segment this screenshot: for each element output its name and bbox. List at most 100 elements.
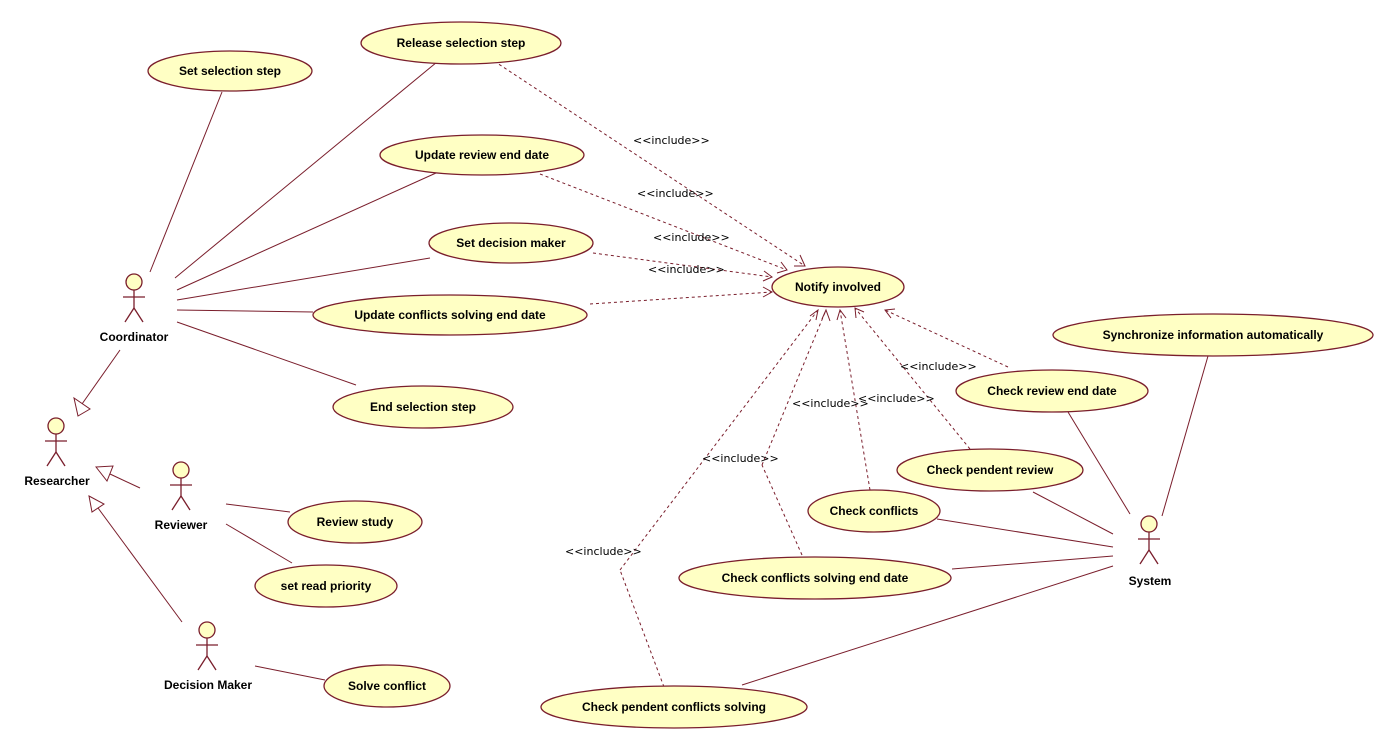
use-case-update-conflicts-solving-end-date[interactable]: Update conflicts solving end date bbox=[312, 294, 588, 336]
assoc-system-check-pendent-conflicts-solving bbox=[741, 565, 1114, 686]
assoc-system-synchronize bbox=[1161, 355, 1209, 517]
use-case-label: Synchronize information automatically bbox=[1103, 328, 1324, 342]
include-line-set-decision bbox=[592, 252, 773, 278]
actor-coordinator[interactable]: Coordinator bbox=[100, 273, 169, 344]
include-line-update-conflicts bbox=[589, 291, 773, 305]
assoc-coordinator-update-review-end-date bbox=[176, 172, 437, 291]
include-line-check-review-end bbox=[884, 309, 1009, 368]
use-case-label: Check conflicts bbox=[830, 504, 919, 518]
include-label-check-review-end: <<include>> bbox=[900, 360, 977, 373]
use-case-notify-involved[interactable]: Notify involved bbox=[771, 266, 905, 308]
use-case-release-selection-step[interactable]: Release selection step bbox=[360, 21, 562, 65]
include-label-check-conflicts-end: <<include>> bbox=[702, 452, 779, 465]
actor-head bbox=[47, 417, 65, 435]
assoc-coordinator-release-selection-step bbox=[174, 61, 438, 279]
actor-label: Decision Maker bbox=[164, 678, 252, 692]
include-label-release: <<include>> bbox=[633, 134, 710, 147]
include-line-check-pendent-conflicts-a bbox=[619, 569, 665, 688]
assoc-system-check-conflicts-solving-end-date bbox=[951, 555, 1114, 570]
use-case-check-pendent-review[interactable]: Check pendent review bbox=[896, 448, 1084, 492]
actor-label: Reviewer bbox=[155, 518, 208, 532]
actors: Coordinator Researcher Reviewer Decision… bbox=[24, 273, 1172, 692]
actor-head bbox=[1140, 515, 1158, 533]
use-case-check-conflicts[interactable]: Check conflicts bbox=[807, 489, 941, 533]
use-case-update-review-end-date[interactable]: Update review end date bbox=[379, 134, 585, 176]
use-case-set-selection-step[interactable]: Set selection step bbox=[147, 50, 313, 92]
assoc-coordinator-set-decision-maker bbox=[176, 257, 431, 301]
use-case-label: Review study bbox=[317, 515, 394, 529]
include-arrow-update-conflicts bbox=[762, 286, 774, 298]
assoc-reviewer-review-study bbox=[225, 503, 291, 513]
use-case-label: Set decision maker bbox=[456, 236, 566, 250]
assoc-decision-maker-solve-conflict bbox=[254, 665, 326, 681]
use-case-end-selection-step[interactable]: End selection step bbox=[332, 385, 514, 429]
gen-coordinator-researcher bbox=[81, 349, 121, 405]
assoc-system-check-pendent-review bbox=[1032, 491, 1114, 535]
use-case-label: Set selection step bbox=[179, 64, 281, 78]
include-line-release bbox=[493, 60, 806, 267]
include-label-update-review: <<include>> bbox=[637, 187, 714, 200]
gen-decision-maker-researcher bbox=[97, 507, 183, 623]
include-arrow-check-review-end bbox=[884, 308, 896, 319]
assoc-coordinator-end-selection-step bbox=[176, 321, 357, 386]
include-label-update-conflicts: <<include>> bbox=[648, 263, 725, 276]
include-label-check-pendent-conflicts: <<include>> bbox=[565, 545, 642, 558]
use-case-label: Release selection step bbox=[397, 36, 526, 50]
include-line-check-pendent-review bbox=[854, 307, 971, 450]
use-case-set-read-priority[interactable]: set read priority bbox=[254, 564, 398, 608]
use-case-label: Check conflicts solving end date bbox=[722, 571, 909, 585]
actor-researcher[interactable]: Researcher bbox=[24, 417, 90, 488]
include-label-check-conflicts: <<include>> bbox=[792, 397, 869, 410]
actor-reviewer[interactable]: Reviewer bbox=[155, 461, 208, 532]
actor-label: System bbox=[1129, 574, 1172, 588]
include-line-check-conflicts-end-b bbox=[761, 309, 827, 466]
use-case-label: End selection step bbox=[370, 400, 476, 414]
actor-decision-maker[interactable]: Decision Maker bbox=[164, 621, 252, 692]
gen-triangle-decision-maker bbox=[88, 495, 105, 513]
use-case-review-study[interactable]: Review study bbox=[287, 500, 423, 544]
gen-triangle-coordinator bbox=[73, 396, 91, 417]
include-arrow-check-pendent-review bbox=[854, 307, 865, 319]
assoc-coordinator-update-conflicts-solving bbox=[176, 309, 314, 313]
actor-system[interactable]: System bbox=[1129, 515, 1172, 588]
include-arrow-check-conflicts-end bbox=[821, 308, 831, 322]
generalization-lines bbox=[73, 349, 183, 623]
use-case-check-review-end-date[interactable]: Check review end date bbox=[955, 369, 1149, 413]
include-arrow-check-conflicts bbox=[836, 308, 847, 321]
use-case-label: set read priority bbox=[281, 579, 372, 593]
use-case-synchronize-information[interactable]: Synchronize information automatically bbox=[1052, 313, 1374, 357]
gen-triangle-reviewer bbox=[95, 465, 114, 482]
include-line-check-conflicts-end-a bbox=[761, 464, 803, 556]
assoc-coordinator-set-selection-step bbox=[149, 91, 223, 273]
use-case-set-decision-maker[interactable]: Set decision maker bbox=[428, 222, 594, 264]
actor-head bbox=[198, 621, 216, 639]
include-label-set-decision: <<include>> bbox=[653, 231, 730, 244]
assoc-system-check-review-end-date bbox=[1067, 411, 1131, 515]
use-case-label: Notify involved bbox=[795, 280, 881, 294]
include-arrow-check-pendent-conflicts bbox=[809, 308, 819, 321]
include-relationships bbox=[493, 60, 1009, 688]
use-case-label: Solve conflict bbox=[348, 679, 426, 693]
use-case-label: Update conflicts solving end date bbox=[354, 308, 546, 322]
use-case-check-pendent-conflicts-solving[interactable]: Check pendent conflicts solving bbox=[540, 685, 808, 729]
include-line-update-review bbox=[539, 173, 788, 271]
include-arrow-set-decision bbox=[762, 270, 773, 282]
use-case-label: Update review end date bbox=[415, 148, 549, 162]
assoc-system-check-conflicts bbox=[936, 518, 1114, 548]
include-line-check-pendent-conflicts-b bbox=[619, 309, 819, 571]
assoc-reviewer-set-read-priority bbox=[225, 523, 293, 564]
association-lines bbox=[149, 61, 1209, 686]
use-cases: Set selection step Release selection ste… bbox=[147, 21, 1374, 729]
include-arrow-release bbox=[794, 254, 806, 267]
gen-reviewer-researcher bbox=[109, 473, 141, 489]
use-case-check-conflicts-solving-end-date[interactable]: Check conflicts solving end date bbox=[678, 556, 952, 600]
include-line-check-conflicts bbox=[839, 309, 871, 491]
use-case-label: Check pendent review bbox=[927, 463, 1054, 477]
include-labels: <<include>> <<include>> <<include>> <<in… bbox=[565, 134, 977, 558]
include-arrow-update-review bbox=[776, 261, 788, 274]
actor-label: Coordinator bbox=[100, 330, 169, 344]
use-case-label: Check review end date bbox=[987, 384, 1117, 398]
use-case-solve-conflict[interactable]: Solve conflict bbox=[323, 664, 451, 708]
include-label-check-pendent-review: <<include>> bbox=[858, 392, 935, 405]
